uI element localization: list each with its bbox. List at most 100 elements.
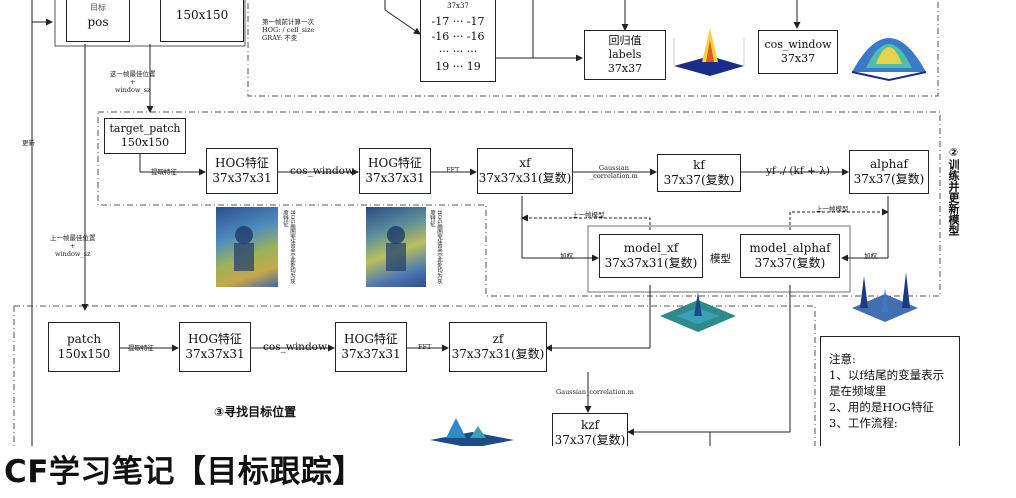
top-dashed-region <box>247 0 939 97</box>
kzf-surface-svg <box>430 418 514 446</box>
train-hog2-box: HOG特征 37x37x31 <box>359 148 431 194</box>
hog-image-2-figure <box>386 226 406 271</box>
detect-extract-label: 提取特征 <box>128 344 154 352</box>
prev-model-label-2: 上一帧模型 <box>816 205 849 213</box>
update-label: 更新 <box>22 139 35 147</box>
labels-matrix: 37x37 -17 ··· -17 -16 ··· -16 ··· ··· ··… <box>420 0 496 82</box>
kzf-box: kzf 37x37(复数) <box>552 413 628 446</box>
zf-box: zf 37x37x31(复数) <box>449 322 547 372</box>
cos-window-box: cos_window 37x37 <box>758 30 838 74</box>
model-xf-surface-svg <box>660 292 736 332</box>
train-hog1-line-2: 37x37x31 <box>212 171 272 185</box>
notes-line-1: 1、以f结尾的变量表示 <box>829 368 945 382</box>
best-pos-line-1: 这一帧最佳位置 <box>110 70 156 78</box>
matrix-row-1: -17 ··· -17 <box>431 14 485 28</box>
prev-pos-label: 上一帧最佳位置 + window_sz <box>50 234 96 258</box>
detect-gaussian-label: Gaussian_correlation.m <box>556 388 634 396</box>
size-box: 150x150 <box>160 0 244 42</box>
xf-box: xf 37x37x31(复数) <box>477 148 573 194</box>
labels-surface-svg <box>673 28 745 76</box>
labels-surface-plot <box>670 18 748 80</box>
model-xf-surface-plot <box>656 286 740 346</box>
detect-hog1-box: HOG特征 37x37x31 <box>179 322 251 372</box>
cos-window-line-2: 37x37 <box>780 52 816 65</box>
xf-line-2: 37x37x31(复数) <box>478 171 572 185</box>
kzf-line-1: kzf <box>580 418 600 432</box>
model-alphaf-box: model_alphaf 37x37(复数) <box>740 234 840 278</box>
hog-image-1-figure <box>234 226 254 271</box>
detect-hog2-line-2: 37x37x31 <box>341 347 401 361</box>
pos-top-label: 目标 <box>90 3 106 12</box>
notes-title: 注意: <box>829 352 856 366</box>
labels-line-1: 回归值 <box>608 34 642 47</box>
hog-note-2: HOG画图无法显示此处均为灰度特征 <box>429 210 442 285</box>
labels-line-2: labels <box>608 48 642 61</box>
detect-hog1-line-1: HOG特征 <box>188 332 242 346</box>
kzf-surface-plot <box>426 404 518 446</box>
detect-section-title: ③寻找目标位置 <box>214 405 297 419</box>
model-label: 模型 <box>710 253 731 265</box>
train-cos-window-label: cos_window <box>290 165 354 177</box>
prev-pos-plus: + <box>70 242 76 250</box>
model-xf-line-2: 37x37x31(复数) <box>604 256 698 270</box>
train-fft-label: FFT <box>446 166 460 174</box>
kf-line-2: 37x37(复数) <box>663 173 735 187</box>
train-hog1-box: HOG特征 37x37x31 <box>206 148 278 194</box>
alphaf-box: alphaf 37x37(复数) <box>849 150 929 194</box>
matrix-row-4: 19 ··· 19 <box>435 59 481 73</box>
init-note: 第一帧前计算一次 HOG: / cell_size GRAY: 不变 <box>262 18 314 42</box>
init-note-line-3: GRAY: 不变 <box>262 34 298 42</box>
xf-line-1: xf <box>519 156 531 170</box>
kzf-line-2: 37x37(复数) <box>554 433 626 446</box>
kf-line-1: kf <box>693 158 705 172</box>
best-pos-line-2: window_sz <box>115 86 151 94</box>
detect-fft-label: FFT <box>418 343 432 351</box>
detect-dashed-region <box>13 305 816 446</box>
notes-line-4: 3、工作流程: <box>829 416 898 430</box>
notes-line-3: 2、用的是HOG特征 <box>829 400 934 414</box>
alphaf-surface-plot <box>848 268 922 330</box>
detect-hog2-line-1: HOG特征 <box>344 332 398 346</box>
prev-model-label-1: 上一帧模型 <box>572 211 605 219</box>
cos-window-surface-plot <box>848 18 930 86</box>
notes-line-2: 是在频域里 <box>829 384 887 398</box>
train-hog2-line-1: HOG特征 <box>368 156 422 170</box>
hog-note-1: HOG画图无法显示此处均为灰度特征 <box>282 210 295 285</box>
zf-line-2: 37x37x31(复数) <box>451 347 545 361</box>
cos-window-line-1: cos_window <box>764 38 832 51</box>
target-patch-line-1: target_patch <box>109 122 181 135</box>
train-gaussian-label: Gaussian _correlation.m <box>590 164 638 180</box>
hog-image-2 <box>366 207 426 287</box>
size-label: 150x150 <box>175 7 229 22</box>
train-side-title: ②训练并更新模型 <box>947 146 960 236</box>
detect-hog1-line-2: 37x37x31 <box>185 347 245 361</box>
matrix-row-2: -16 ··· -16 <box>431 29 485 43</box>
matrix-row-3: ··· ··· ··· <box>438 44 478 58</box>
diagram-stage: 目标 pos 150x150 第一帧前计算一次 HOG: / cell_size… <box>13 0 960 446</box>
best-pos-label: 这一帧最佳位置 + window_sz <box>110 70 156 94</box>
init-note-line-1: 第一帧前计算一次 <box>262 18 314 26</box>
matrix-top: 37x37 <box>447 1 469 10</box>
kf-box: kf 37x37(复数) <box>657 154 741 192</box>
pos-box: 目标 pos <box>66 0 130 42</box>
alphaf-surface-svg <box>852 272 918 322</box>
model-alphaf-line-2: 37x37(复数) <box>754 256 826 270</box>
best-pos-plus: + <box>130 78 136 86</box>
notes-box: 注意: 1、以f结尾的变量表示 是在频域里 2、用的是HOG特征 3、工作流程: <box>820 336 960 446</box>
train-gaussian-line-2: _correlation.m <box>590 172 638 180</box>
train-hog1-line-1: HOG特征 <box>215 156 269 170</box>
labels-line-3: 37x37 <box>607 62 643 75</box>
cos-window-surface-svg <box>851 38 927 82</box>
page-title: CF学习笔记【目标跟踪】 <box>4 454 364 490</box>
hog-image-1 <box>216 207 278 287</box>
patch-line-2: 150x150 <box>57 347 111 361</box>
alphaf-line-2: 37x37(复数) <box>853 172 925 186</box>
train-extract-label: 提取特征 <box>151 168 177 176</box>
model-xf-box: model_xf 37x37x31(复数) <box>599 234 703 278</box>
prev-pos-line-1: 上一帧最佳位置 <box>50 234 96 242</box>
labels-box: 回归值 labels 37x37 <box>584 30 666 80</box>
patch-box: patch 150x150 <box>48 322 120 372</box>
connector-lines <box>13 0 941 446</box>
detect-cos-window-label: cos_window <box>263 341 327 353</box>
model-xf-line-1: model_xf <box>623 241 679 255</box>
